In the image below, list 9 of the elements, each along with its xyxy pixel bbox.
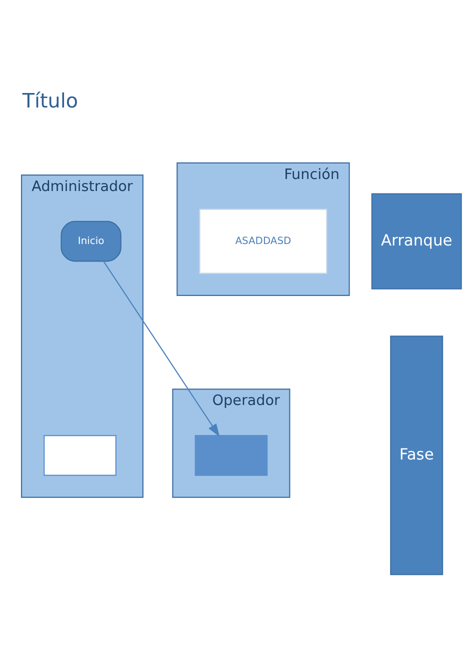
node-box: Arranque — [371, 192, 462, 289]
diagram-title: Título — [22, 89, 78, 112]
node-box: Fase — [390, 335, 444, 575]
arrow — [103, 260, 220, 436]
node-box: Inicio — [60, 220, 122, 262]
cluster: Operador — [172, 388, 290, 498]
node-box — [44, 434, 116, 476]
node-box — [194, 434, 268, 476]
node-box: ASADDASD — [199, 208, 328, 274]
